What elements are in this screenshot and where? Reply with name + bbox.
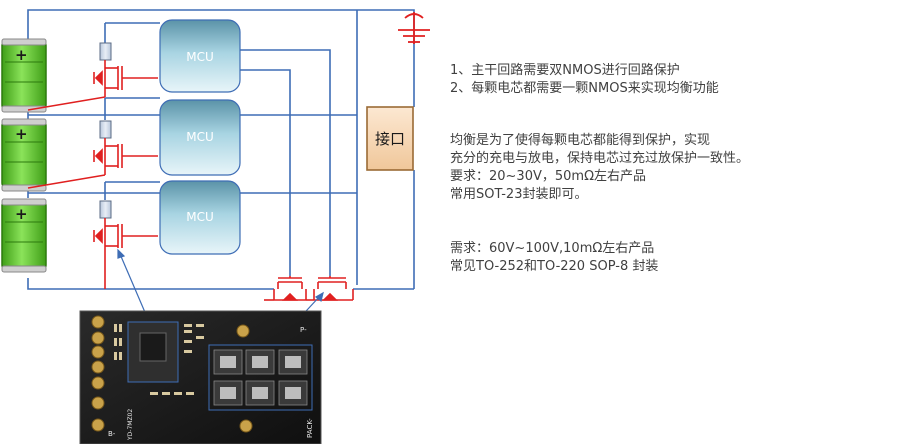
note-line: 1、主干回路需要双NMOS进行回路保护 [450,63,680,78]
mcu-3: MCU [159,180,241,255]
balance-mosfet-icon [93,218,158,289]
mcu-1: MCU [159,19,241,93]
pcb-pads [91,315,253,433]
battery-plus-label: + [15,125,28,143]
battery-cell-2: + [1,118,47,192]
balance-resistor [99,120,112,139]
note-line: 充分的充电与放电，保持电芯过充过放保护一致性。 [450,151,750,166]
pcb-mark-b-minus: B- [108,430,116,438]
balance-circuit-1 [27,42,158,111]
battery-cell-1: + [1,38,47,113]
mcu-label: MCU [186,130,214,144]
balance-resistor [99,42,112,61]
wiring [27,9,415,290]
pcb-mark-p-minus: P- [300,326,307,334]
callout-arrows [117,248,324,351]
balance-mosfet-icon [27,60,158,111]
mcu-2: MCU [159,99,241,176]
notes-summary: 1、主干回路需要双NMOS进行回路保护 2、每颗电芯都需要一颗NMOS来实现均衡… [450,62,719,98]
battery-plus-label: + [15,46,28,64]
ground-icon [398,12,430,44]
note-line: 要求：20~30V，50mΩ左右产品 [450,169,647,184]
pcb-mark-pack-minus: PACK- [306,418,314,438]
note-line: 常用SOT-23封装即可。 [450,187,588,202]
battery-stack: + + + [1,38,47,273]
note-line: 需求：60V~100V,10mΩ左右产品 [450,241,655,256]
balance-mosfet-icon [27,138,158,189]
main-mosfet-left-icon [264,276,307,301]
balance-resistor [99,200,112,219]
notes-balance: 均衡是为了使得每颗电芯都能得到保护，实现 充分的充电与放电，保持电芯过充过放保护… [450,132,749,204]
mcu-label: MCU [186,50,214,64]
note-line: 2、每颗电芯都需要一颗NMOS来实现均衡功能 [450,81,719,96]
interface-label: 接口 [375,130,405,148]
note-line: 常见TO-252和TO-220 SOP-8 封装 [450,259,659,274]
mcu-label: MCU [186,210,214,224]
pcb-photo: P- B- PACK- YD-7MZ02 [79,310,322,444]
balance-circuit-3 [93,200,158,289]
balance-circuit-2 [27,120,158,189]
notes-main-path: 需求：60V~100V,10mΩ左右产品 常见TO-252和TO-220 SOP… [450,240,658,276]
main-mosfet-right-icon [306,276,354,301]
battery-cell-3: + [1,198,47,273]
pcb-part-code: YD-7MZ02 [127,409,134,441]
interface-box: 接口 [366,106,414,171]
battery-plus-label: + [15,205,28,223]
note-line: 均衡是为了使得每颗电芯都能得到保护，实现 [450,133,711,148]
